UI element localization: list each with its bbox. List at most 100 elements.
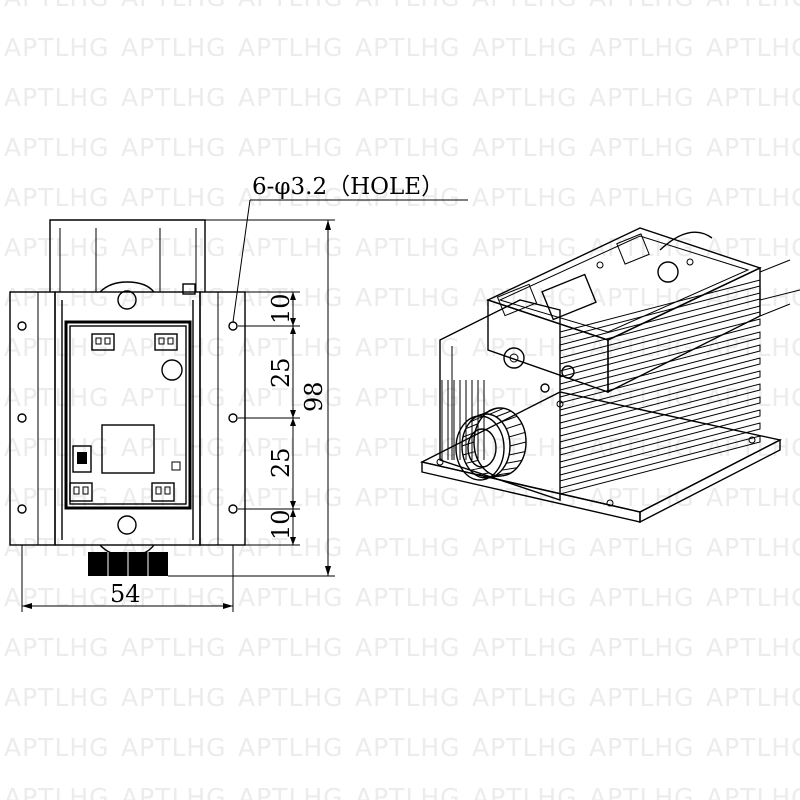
watermark-layer: APTLHG APTLHG APTLHG APTLHG APTLHG APTLHG APTL… [4, 0, 800, 800]
watermark-text: APTLHG [472, 683, 578, 712]
watermark-text: APTLHG [4, 683, 110, 712]
watermark-text: APTLHG [706, 233, 800, 262]
watermark-text: APTLHG [355, 383, 461, 412]
knurl-line [489, 407, 504, 415]
watermark-text: APTLHG [121, 33, 227, 62]
watermark-text: APTLHG [589, 783, 695, 800]
watermark-text: APTLHG [355, 433, 461, 462]
watermark-text: APTLHG [4, 233, 110, 262]
knurl-line [462, 451, 476, 456]
watermark-text: APTLHG [472, 633, 578, 662]
watermark-text: APTLHG [238, 783, 344, 800]
watermark-text: APTLHG [4, 283, 110, 312]
knurl-line [482, 475, 497, 479]
watermark-text: APTLHG [589, 0, 695, 12]
watermark-text: APTLHG [589, 683, 695, 712]
watermark-text: APTLHG [472, 183, 578, 212]
dim-pitch-lower: 25 [267, 447, 295, 478]
watermark-text: APTLHG [589, 133, 695, 162]
watermark-text: APTLHG [238, 333, 344, 362]
watermark-text: APTLHG [121, 0, 227, 12]
watermark-text: APTLHG [121, 383, 227, 412]
mounting-holes [17, 321, 238, 514]
knurl-line [462, 431, 476, 438]
watermark-text: APTLHG [238, 683, 344, 712]
watermark-text: APTLHG [706, 733, 800, 762]
height-dimension: 98 [300, 381, 328, 412]
watermark-text: APTLHG [121, 433, 227, 462]
knurl-line [509, 441, 527, 447]
watermark-text: APTLHG [706, 33, 800, 62]
watermark-text: APTLHG [355, 83, 461, 112]
dim-top-offset: 10 [267, 293, 295, 324]
knurl-line [482, 407, 497, 415]
front-view: 6-φ3.2（HOLE） 54 98 10 25 25 10 [9, 174, 468, 612]
watermark-text: APTLHG [4, 733, 110, 762]
watermark-text: APTLHG [355, 183, 461, 212]
watermark-text: APTLHG [589, 183, 695, 212]
watermark-text: APTLHG [4, 383, 110, 412]
focus-knob-knurl [461, 407, 527, 479]
watermark-text: APTLHG [4, 83, 110, 112]
watermark-text: APTLHG [238, 583, 344, 612]
knurl-line [495, 472, 511, 476]
watermark-text: APTLHG [355, 483, 461, 512]
watermark-text: APTLHG [706, 83, 800, 112]
watermark-text: APTLHG [121, 133, 227, 162]
watermark-text: APTLHG [472, 783, 578, 800]
watermark-text: APTLHG [121, 333, 227, 362]
watermark-text: APTLHG [121, 733, 227, 762]
watermark-text: APTLHG [355, 633, 461, 662]
watermark-text: APTLHG [472, 583, 578, 612]
watermark-text: APTLHG [706, 633, 800, 662]
knurl-line [508, 451, 526, 456]
knurl-line [501, 467, 518, 471]
watermark-text: APTLHG [121, 783, 227, 800]
knurl-line [506, 459, 522, 464]
watermark-text: APTLHG [355, 533, 461, 562]
knurl-line [506, 423, 523, 430]
knurl-line [489, 475, 504, 479]
watermark-text: APTLHG [238, 33, 344, 62]
watermark-text: APTLHG [238, 133, 344, 162]
watermark-text: APTLHG [706, 583, 800, 612]
watermark-text: APTLHG [121, 233, 227, 262]
knurl-line [470, 467, 484, 471]
watermark-text: APTLHG [472, 733, 578, 762]
watermark-text: APTLHG [472, 83, 578, 112]
watermark-text: APTLHG [706, 133, 800, 162]
watermark-text: APTLHG [121, 683, 227, 712]
watermark-text: APTLHG [706, 333, 800, 362]
watermark-text: APTLHG [355, 333, 461, 362]
watermark-text: APTLHG [4, 783, 110, 800]
watermark-text: APTLHG [355, 33, 461, 62]
watermark-text: APTLHG [4, 0, 110, 12]
watermark-text: APTLHG [121, 633, 227, 662]
watermark-text: APTLHG [355, 783, 461, 800]
watermark-text: APTLHG [472, 383, 578, 412]
watermark-text: APTLHG [4, 583, 110, 612]
knurl-line [508, 431, 526, 438]
dim-bottom-offset: 10 [267, 509, 295, 540]
watermark-text: APTLHG [4, 33, 110, 62]
knurl-line [495, 410, 511, 418]
watermark-text: APTLHG [121, 583, 227, 612]
isometric-view [419, 227, 800, 524]
watermark-text: APTLHG [355, 283, 461, 312]
watermark-text: APTLHG [238, 383, 344, 412]
watermark-text: APTLHG [238, 233, 344, 262]
watermark-text: APTLHG [706, 0, 800, 12]
watermark-text: APTLHG [589, 633, 695, 662]
watermark-text: APTLHG [355, 133, 461, 162]
watermark-text: APTLHG [472, 133, 578, 162]
watermark-text: APTLHG [238, 0, 344, 12]
watermark-text: APTLHG [472, 233, 578, 262]
watermark-text: APTLHG [589, 533, 695, 562]
watermark-text: APTLHG [121, 83, 227, 112]
watermark-text: APTLHG [4, 133, 110, 162]
watermark-text: APTLHG [472, 0, 578, 12]
watermark-text: APTLHG [355, 733, 461, 762]
width-dimension: 54 [110, 580, 141, 608]
watermark-text: APTLHG [589, 33, 695, 62]
watermark-text: APTLHG [4, 333, 110, 362]
